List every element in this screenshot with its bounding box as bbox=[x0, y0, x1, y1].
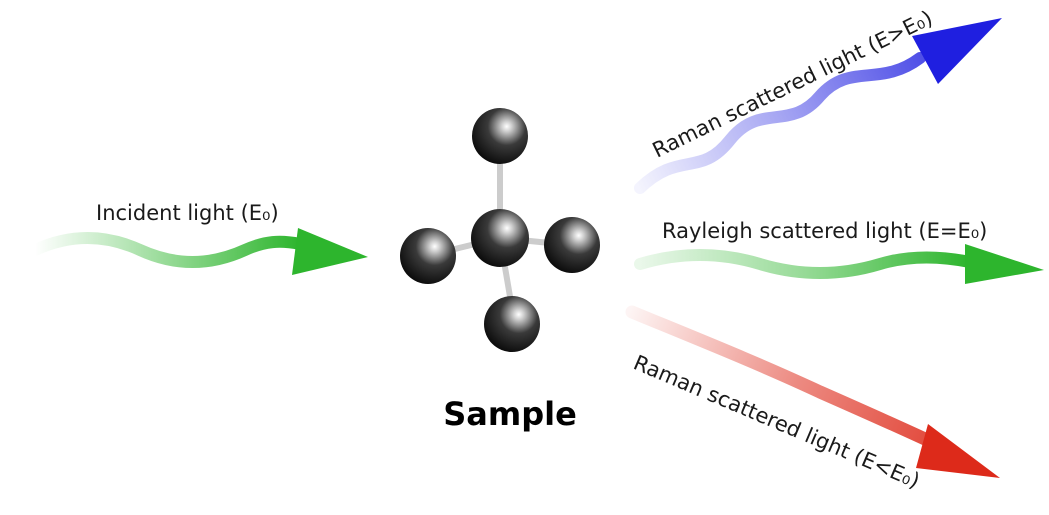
atom-left bbox=[400, 228, 456, 284]
raman-anti-stokes-arrow bbox=[634, 18, 1002, 194]
blue-wave bbox=[634, 52, 926, 194]
sample-label: Sample bbox=[443, 395, 577, 433]
atom-center bbox=[471, 209, 529, 267]
atom-right bbox=[544, 217, 600, 273]
rayleigh-arrow bbox=[634, 244, 1044, 284]
raman-stokes-arrow bbox=[625, 305, 1000, 478]
rayleigh-arrowhead bbox=[965, 244, 1044, 284]
rayleigh-wave bbox=[634, 249, 976, 279]
incident-label: Incident light (E₀) bbox=[96, 201, 279, 225]
red-arrowhead bbox=[916, 424, 1000, 478]
red-wave bbox=[625, 305, 947, 453]
atom-bottom bbox=[484, 296, 540, 352]
rayleigh-label: Rayleigh scattered light (E=E₀) bbox=[662, 219, 987, 243]
sample-molecule bbox=[400, 108, 600, 352]
raman-up-label: Raman scattered light (E>E₀) bbox=[649, 6, 937, 163]
blue-arrowhead bbox=[912, 18, 1002, 84]
incident-light-arrow bbox=[29, 228, 368, 275]
atom-top bbox=[472, 108, 528, 164]
incident-arrowhead bbox=[292, 228, 368, 275]
incident-wave bbox=[29, 232, 306, 268]
